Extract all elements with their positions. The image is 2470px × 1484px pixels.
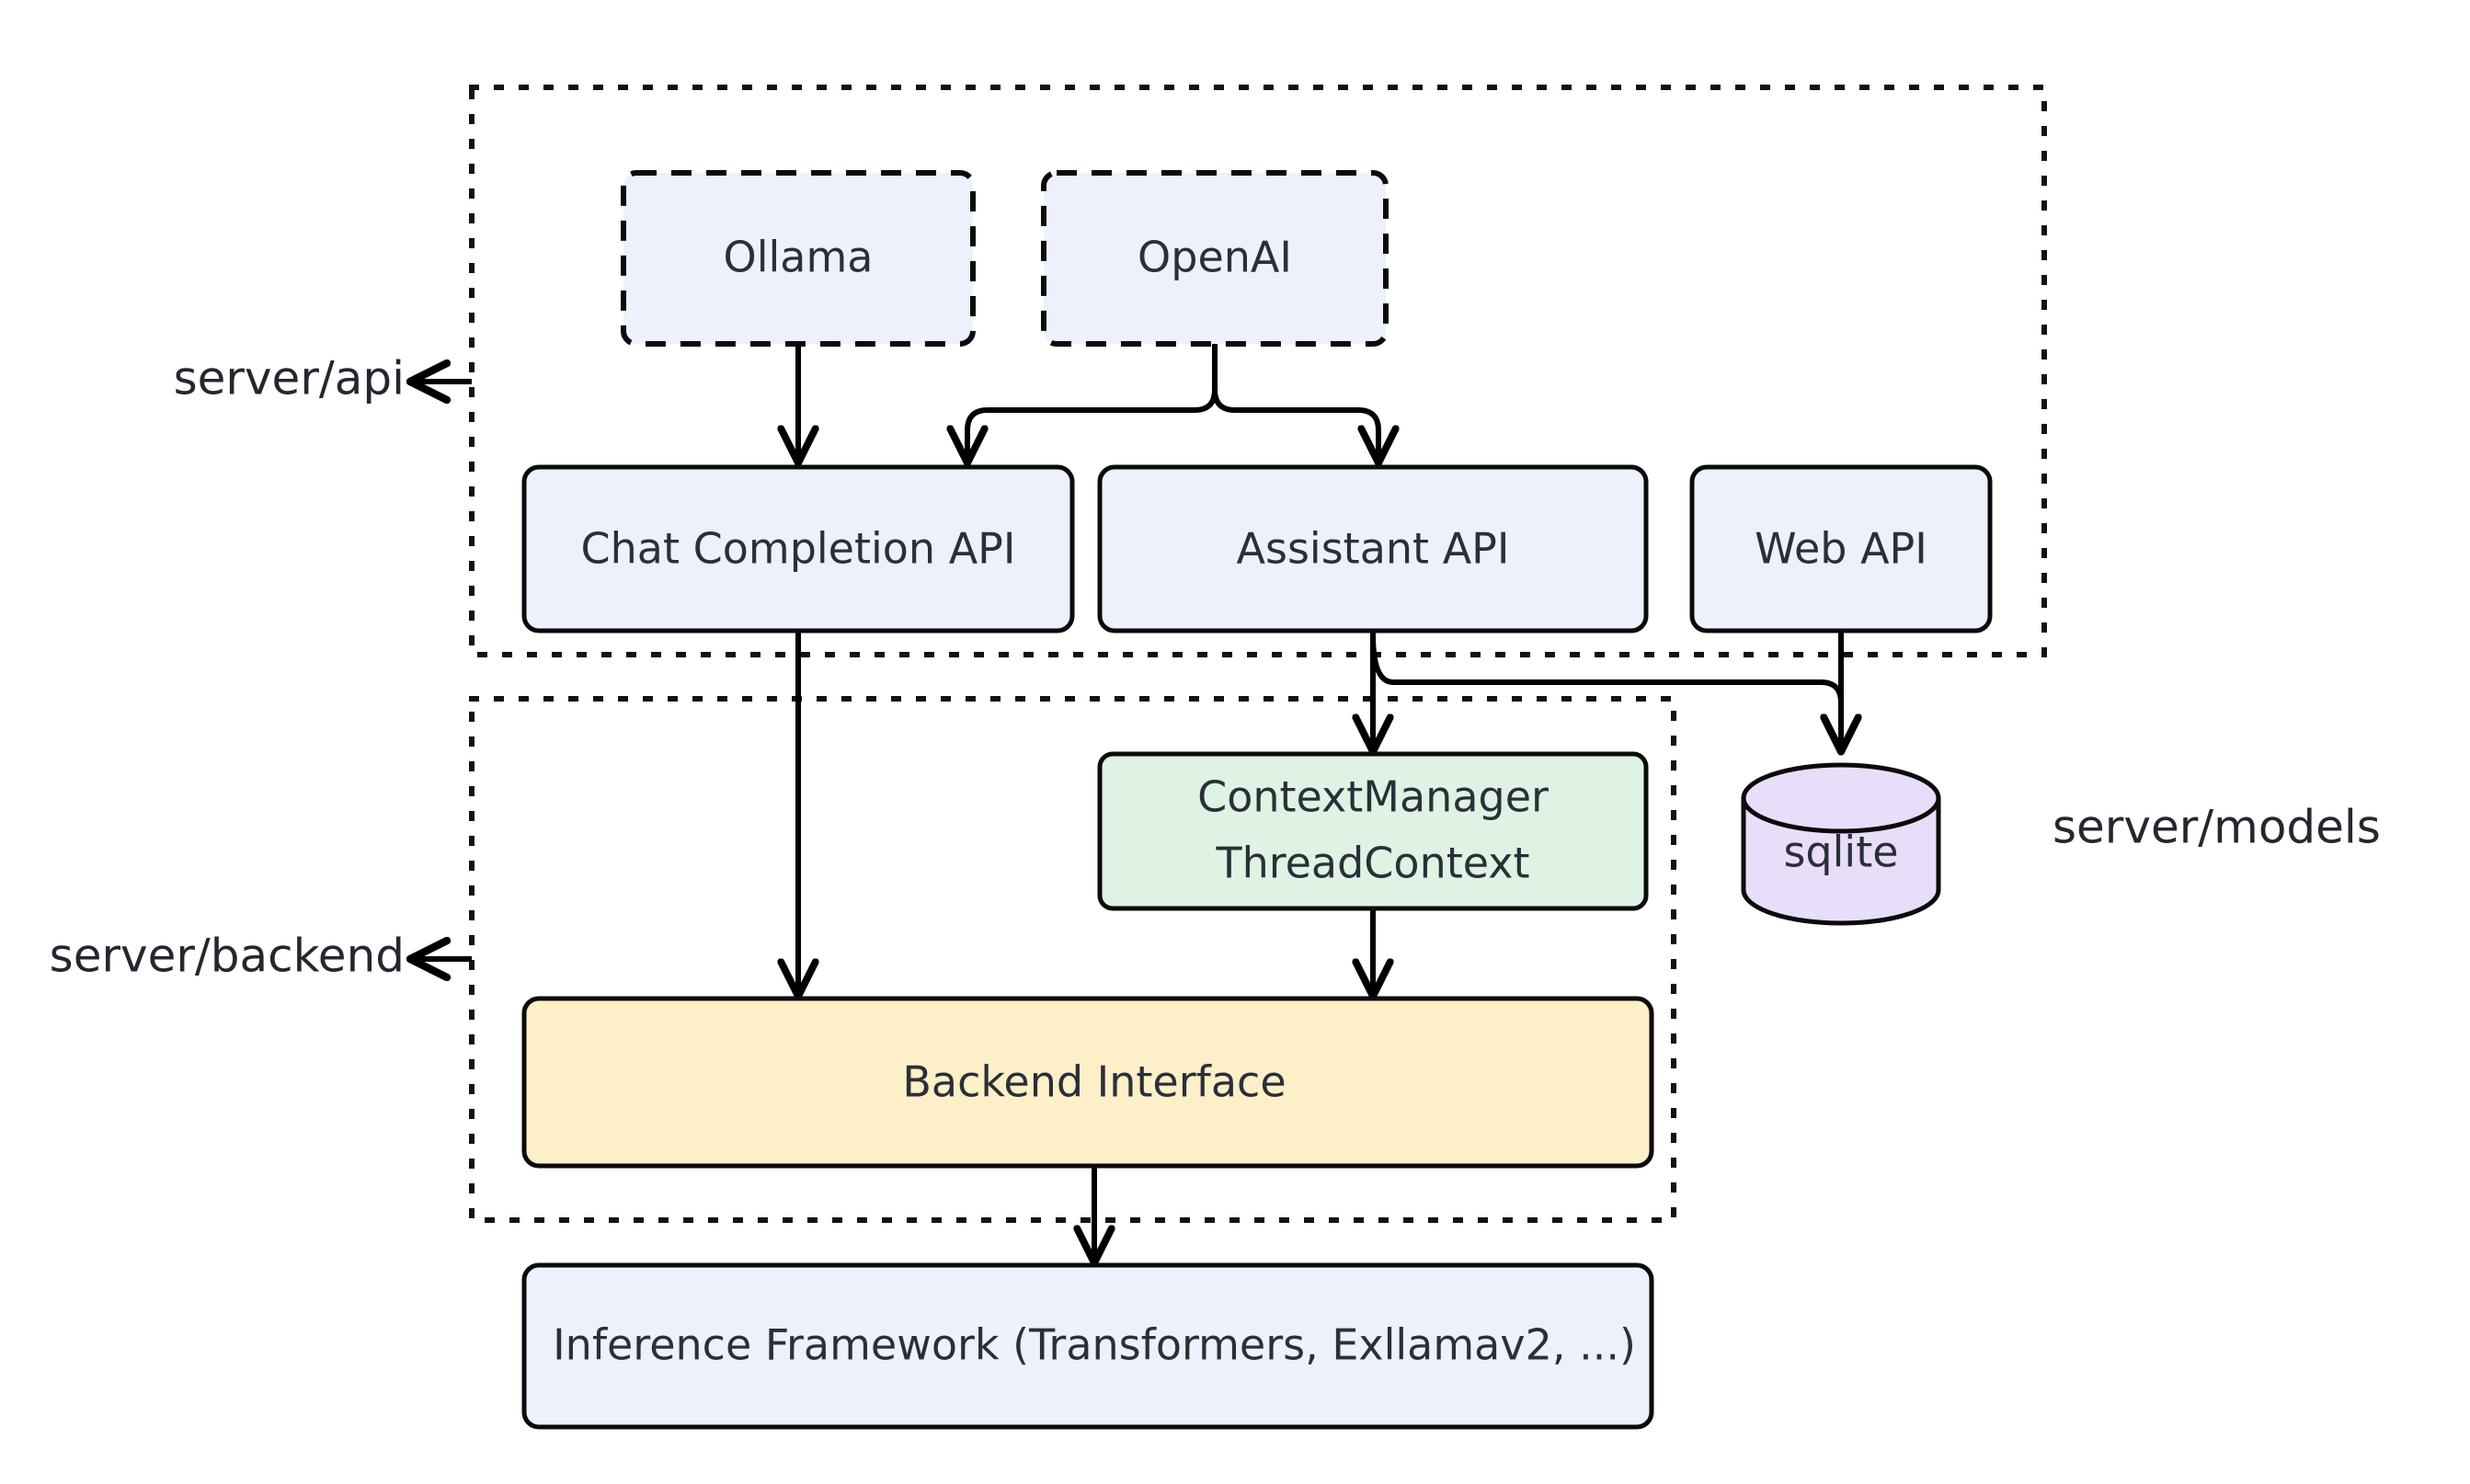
cluster-server-api — [469, 85, 2047, 657]
node-chat-completion-api[interactable]: Chat Completion API — [521, 464, 1075, 634]
node-sqlite-top-ellipse — [1741, 797, 1941, 834]
cluster-label-server-api: server/api — [174, 352, 405, 405]
node-ollama-shape — [621, 170, 976, 347]
cluster-label-server-api-group: server/api — [174, 352, 472, 405]
node-openai-shape — [1041, 170, 1389, 347]
node-web-api-shape — [1689, 464, 1993, 634]
node-sqlite-body — [1741, 762, 1941, 926]
node-backend-interface-shape — [521, 996, 1654, 1169]
cluster-server-backend — [469, 696, 1676, 1223]
node-inference-framework-shape — [521, 1262, 1654, 1430]
cluster-label-server-models-group: server/models — [2053, 801, 2381, 854]
edge-openai-to-chat-completion-api — [967, 389, 1218, 458]
node-inference-framework[interactable]: Inference Framework (Transformers, Exlla… — [521, 1262, 1654, 1430]
node-sqlite[interactable]: sqlite — [1741, 762, 1941, 926]
node-chat-completion-api-label: Chat Completion API — [581, 524, 1016, 574]
node-backend-interface-label: Backend Interface — [902, 1057, 1286, 1107]
node-inference-framework-label: Inference Framework (Transformers, Exlla… — [553, 1320, 1636, 1370]
node-web-api[interactable]: Web API — [1689, 464, 1993, 634]
node-assistant-api-shape — [1097, 464, 1649, 634]
node-context-manager-shape — [1097, 751, 1649, 911]
node-ollama-label: Ollama — [724, 233, 874, 282]
node-backend-interface[interactable]: Backend Interface — [521, 996, 1654, 1169]
node-sqlite-label: sqlite — [1783, 828, 1898, 877]
cluster-label-server-models: server/models — [2053, 801, 2381, 854]
node-context-manager-label-line2: ThreadContext — [1215, 839, 1529, 888]
node-assistant-api[interactable]: Assistant API — [1097, 464, 1649, 634]
node-context-manager[interactable]: ContextManager ThreadContext — [1097, 751, 1649, 911]
node-assistant-api-label: Assistant API — [1237, 524, 1510, 574]
node-web-api-label: Web API — [1755, 524, 1927, 574]
cluster-label-server-backend-group: server/backend — [50, 930, 472, 983]
node-ollama[interactable]: Ollama — [621, 170, 976, 347]
node-openai[interactable]: OpenAI — [1041, 170, 1389, 347]
edge-assistant-api-to-sqlite — [1370, 634, 1841, 747]
node-context-manager-label-line1: ContextManager — [1197, 772, 1549, 822]
node-chat-completion-api-shape — [521, 464, 1075, 634]
cluster-label-server-backend: server/backend — [50, 930, 405, 983]
node-openai-label: OpenAI — [1138, 233, 1292, 282]
edge-openai-to-assistant-api — [1212, 389, 1378, 458]
